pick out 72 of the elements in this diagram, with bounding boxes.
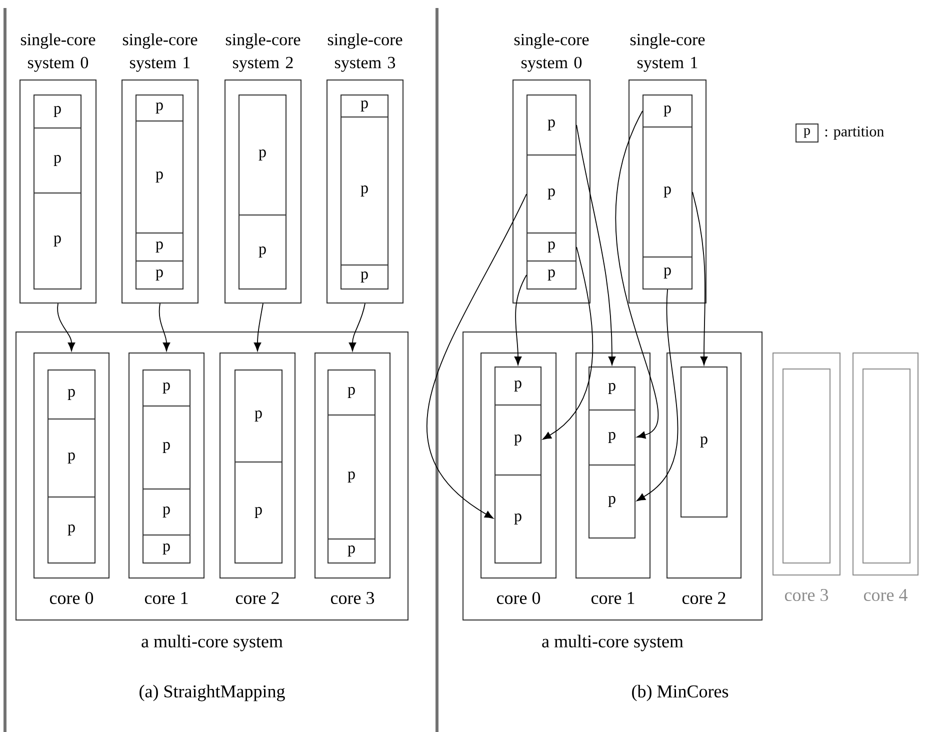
partition-box: p (48, 418, 96, 498)
node-label: core 2 (236, 592, 279, 604)
partition-box: p (142, 370, 190, 406)
legend-key: p (796, 124, 818, 142)
partition-box: p (494, 474, 542, 564)
partition-box: p (340, 116, 388, 266)
arrow (158, 303, 170, 352)
arrow (514, 274, 527, 366)
arrow (57, 303, 76, 352)
partition-box: p (234, 370, 282, 462)
node-label: single-core system 3 (328, 33, 402, 72)
partition-box: p (136, 260, 184, 290)
partition-box: p (494, 366, 542, 406)
partition-box: p (588, 366, 636, 410)
node-label: core 3 (784, 588, 828, 602)
node-label: single-core system 1 (122, 33, 198, 72)
arrow (636, 289, 678, 502)
node-label: core 0 (50, 592, 94, 604)
arrow (254, 303, 264, 352)
partition-box: p (136, 94, 184, 122)
node-label: core 2 (682, 592, 726, 604)
node-label: a multi-core system (142, 634, 283, 652)
partition-box: p (142, 406, 190, 490)
arrow (615, 110, 659, 439)
partition-box: p (340, 264, 388, 290)
partition-box: p (680, 366, 728, 518)
arrow (542, 246, 594, 440)
caption: (b) MinCores (632, 684, 728, 702)
partition-box: p (526, 232, 576, 262)
partition-box: p (340, 94, 388, 118)
column-box (862, 368, 910, 564)
partition-box: p (642, 126, 692, 258)
caption: (a) StraightMapping (140, 684, 285, 702)
partition-box: p (526, 94, 576, 156)
node-label: a multi-core system (542, 634, 684, 652)
partition-box: p (136, 232, 184, 262)
partition-box: p (48, 370, 96, 420)
partition-box: p (34, 94, 82, 128)
column-box (782, 368, 830, 564)
partition-box: p (642, 256, 692, 290)
partition-box: p (588, 410, 636, 466)
partition-box: p (328, 538, 376, 564)
partition-box: p (328, 414, 376, 540)
node-label: single-core system 0 (20, 33, 96, 72)
node-label: core 4 (864, 588, 908, 602)
partition-box: p (494, 404, 542, 476)
partition-box: p (238, 214, 286, 290)
node-label: core 1 (144, 592, 188, 604)
partition-box: p (642, 94, 692, 128)
core-box: core 4 (852, 352, 918, 602)
partition-box: p (136, 120, 184, 234)
node-label: core 3 (330, 592, 374, 604)
node-label: single-core system 0 (514, 33, 589, 72)
partition-box: p (238, 94, 286, 216)
node-label: : partition (825, 126, 884, 140)
partition-box: p (526, 154, 576, 234)
partition-box: p (526, 260, 576, 290)
node-label: core 0 (496, 592, 540, 604)
partition-box: p (34, 192, 82, 290)
partition-box: p (328, 370, 376, 416)
partition-box: p (142, 534, 190, 564)
partition-box: p (48, 496, 96, 564)
core-box: core 3 (772, 352, 840, 602)
partition-box: p (588, 464, 636, 538)
node-label: single-core system 1 (630, 33, 705, 72)
node-label: core 1 (591, 592, 634, 604)
node-label: single-core system 2 (226, 33, 300, 72)
partition-box: p (234, 462, 282, 564)
partition-box: p (142, 488, 190, 536)
arrow (426, 194, 527, 519)
partition-box: p (34, 128, 82, 194)
arrow (348, 303, 366, 352)
